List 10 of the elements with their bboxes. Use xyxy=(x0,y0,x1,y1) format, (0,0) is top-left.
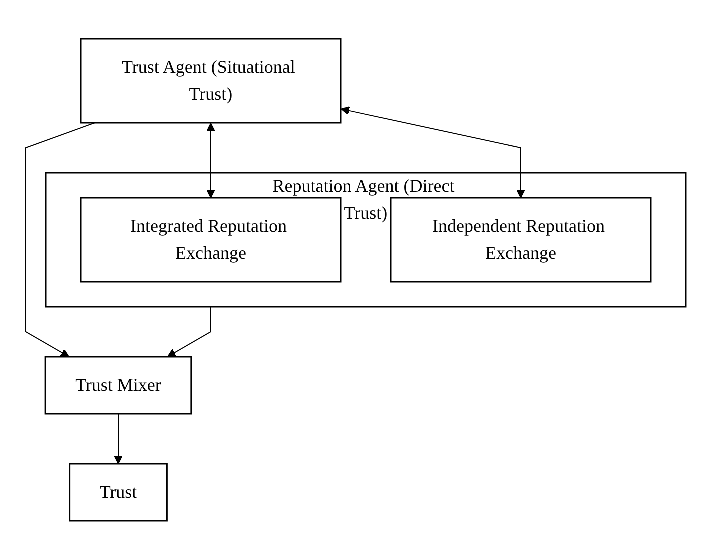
arrow xyxy=(206,123,216,198)
node-box: Independent Reputation Exchange xyxy=(390,197,652,283)
arrow xyxy=(26,122,96,358)
node-box: Integrated Reputation Exchange xyxy=(80,197,342,283)
arrow xyxy=(114,414,123,464)
node-box: Trust Agent (Situational Trust) xyxy=(80,38,342,124)
node-box: Trust Mixer xyxy=(44,356,192,415)
arrow xyxy=(340,106,526,198)
arrow xyxy=(167,306,212,358)
node-box: Trust xyxy=(69,463,168,522)
